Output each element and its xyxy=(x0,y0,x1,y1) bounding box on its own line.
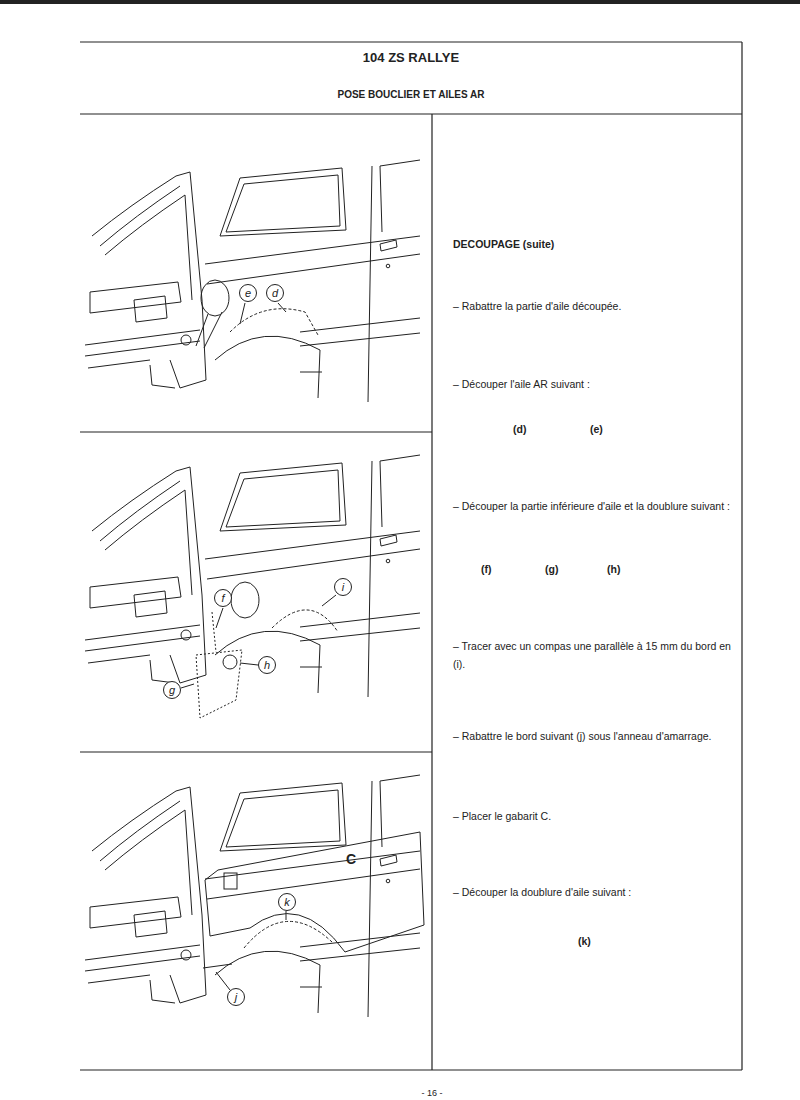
instruction: – Découper la partie inférieure d'aile e… xyxy=(453,498,741,516)
subtitle: POSE BOUCLIER ET AILES AR xyxy=(80,86,742,103)
callout-circle: d xyxy=(266,284,284,302)
cut-reference-text: (e) xyxy=(590,423,603,435)
callout-circle: g xyxy=(163,681,181,699)
template-letter: C xyxy=(346,848,356,872)
instruction: – Rabattre le bord suivant (j) sous l'an… xyxy=(453,728,741,746)
instruction: – Découper la doublure d'aile suivant : xyxy=(453,884,631,902)
section-heading-text: DECOUPAGE (suite) xyxy=(453,238,554,250)
instruction-text: – Tracer avec un compas une parallèle à … xyxy=(453,640,731,670)
cut-reference: (d) xyxy=(513,421,526,439)
callout-letter: e xyxy=(245,288,251,299)
callout-circle: k xyxy=(278,893,296,911)
instruction: – Tracer avec un compas une parallèle à … xyxy=(453,638,741,674)
instruction-text: – Découper la doublure d'aile suivant : xyxy=(453,886,631,898)
callout-letter: k xyxy=(284,897,290,908)
car-sketch xyxy=(85,160,420,402)
page-number: - 16 - xyxy=(332,1086,532,1100)
cut-reference: (e) xyxy=(590,421,603,439)
cut-reference: (g) xyxy=(545,561,558,579)
car-sketch xyxy=(85,775,420,1017)
cut-reference-text: (f) xyxy=(481,563,492,575)
cut-reference: (k) xyxy=(578,933,591,951)
callout-circle: i xyxy=(334,578,352,596)
cut-reference-text: (d) xyxy=(513,423,526,435)
scan-edge xyxy=(0,0,800,4)
section-heading: DECOUPAGE (suite) xyxy=(453,236,554,254)
callout-circle: h xyxy=(258,656,276,674)
page-title: 104 ZS RALLYE xyxy=(80,50,742,65)
template-c xyxy=(203,832,424,990)
callout-circle: j xyxy=(227,988,245,1006)
page-number-text: - 16 - xyxy=(421,1088,442,1098)
cut-reference-text: (k) xyxy=(578,935,591,947)
template-letter-text: C xyxy=(346,851,356,867)
instruction: – Placer le gabarit C. xyxy=(453,808,551,826)
cut-detail xyxy=(181,582,338,718)
callout-letter: d xyxy=(272,288,278,299)
instruction: – Découper l'aile AR suivant : xyxy=(453,376,590,394)
callout-letter: f xyxy=(221,593,224,604)
callout-circle: f xyxy=(214,589,232,607)
cut-reference-text: (g) xyxy=(545,563,558,575)
instruction: – Rabattre la partie d'aile découpée. xyxy=(453,298,621,316)
callout-letter: j xyxy=(235,992,237,1003)
cut-reference: (h) xyxy=(607,561,620,579)
instruction-text: – Rabattre le bord suivant (j) sous l'an… xyxy=(453,730,712,742)
cut-detail xyxy=(196,280,318,348)
callout-letter: g xyxy=(169,685,175,696)
callout-circle: e xyxy=(239,284,257,302)
title-text: 104 ZS RALLYE xyxy=(363,50,459,65)
instruction-text: – Placer le gabarit C. xyxy=(453,810,551,822)
callout-letter: i xyxy=(342,582,344,593)
car-sketch xyxy=(85,455,420,697)
page-frame xyxy=(80,42,742,1070)
callout-letter: h xyxy=(264,660,270,671)
cut-reference: (f) xyxy=(481,561,492,579)
instruction-text: – Découper la partie inférieure d'aile e… xyxy=(453,500,730,512)
cut-reference-text: (h) xyxy=(607,563,620,575)
subtitle-text: POSE BOUCLIER ET AILES AR xyxy=(337,89,484,100)
instruction-text: – Rabattre la partie d'aile découpée. xyxy=(453,300,621,312)
instruction-text: – Découper l'aile AR suivant : xyxy=(453,378,590,390)
